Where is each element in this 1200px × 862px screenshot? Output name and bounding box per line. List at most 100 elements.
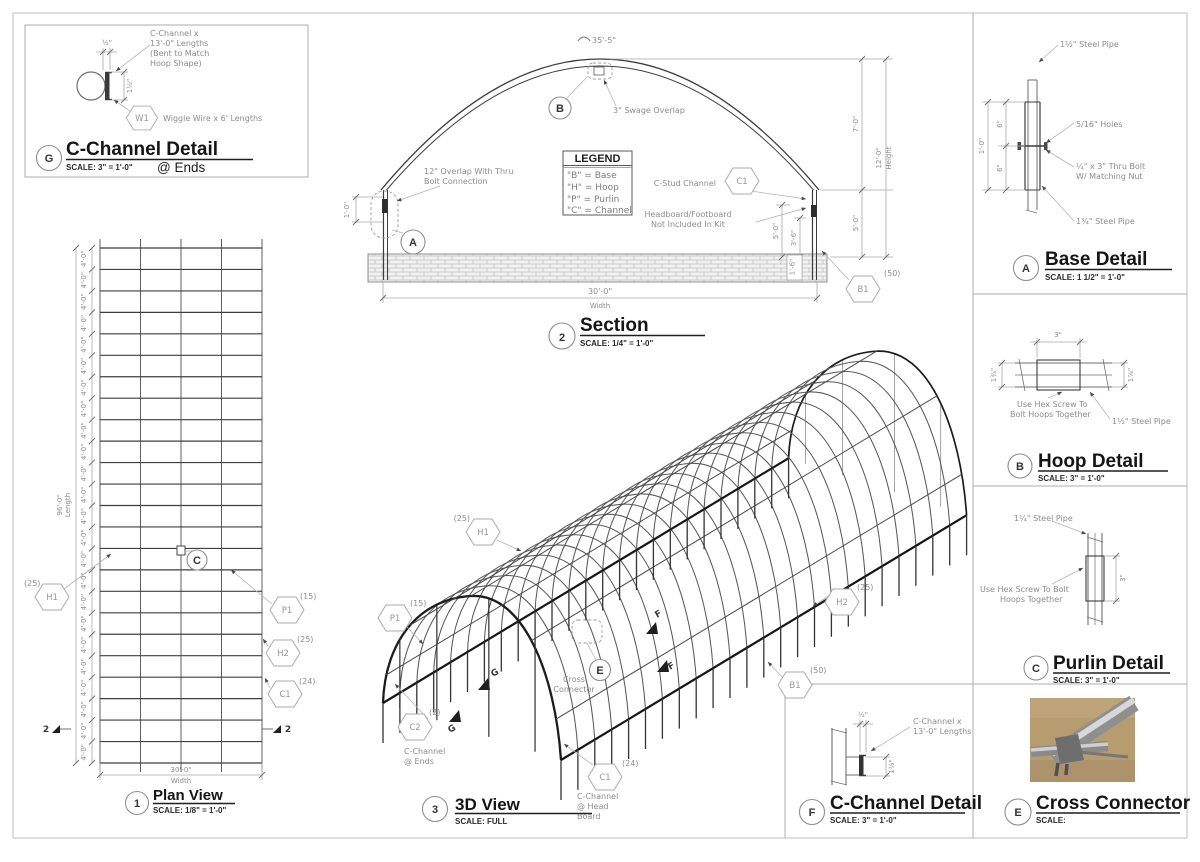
photo-clamp xyxy=(1055,734,1084,764)
plan-spacing-dim: 4'-0" xyxy=(80,293,88,310)
panel-base-detail: 1½" Steel Pipe 6" 6" 1'-0" 5/16" Holes ¼… xyxy=(978,40,1172,282)
cross-connector-titleblock: E Cross Connector SCALE: xyxy=(1004,793,1191,826)
plan-spacing-dim: 4'-0" xyxy=(80,336,88,353)
hoop-hex-note-line2: Bolt Hoops Together xyxy=(1010,410,1091,419)
wiggle-wire-note: Wiggle Wire x 6' Lengths xyxy=(163,114,262,123)
purlin-line xyxy=(555,473,963,720)
three-d-scale: SCALE: FULL xyxy=(455,817,508,826)
hoop-marker-circle xyxy=(1007,453,1033,479)
base-bolt-note-line2: W/ Matching Nut xyxy=(1076,172,1143,181)
purlin-detail-titleblock: C Purlin Detail SCALE: 3" = 1'-0" xyxy=(1023,653,1170,685)
photo-brace xyxy=(1077,750,1129,759)
plan-spacing-dim: 4'-0" xyxy=(80,444,88,461)
hoop-arc xyxy=(771,360,951,526)
base-pipe-bottom-note: 1¾" Steel Pipe xyxy=(1076,217,1135,226)
plan-dims xyxy=(72,244,266,780)
f-marker-letter: F xyxy=(809,807,816,819)
hoop-arc xyxy=(450,554,630,720)
c1-hexagon-plan-label: C1 xyxy=(279,690,290,700)
hoop-arc xyxy=(602,462,782,628)
three-d-title: 3D View xyxy=(455,795,521,814)
hoop-arc xyxy=(737,381,917,546)
plan-spacing-dim: 4'-0" xyxy=(80,637,88,654)
hoop-detail-ref-circle xyxy=(548,96,572,120)
plan-spacing-dim: 4'-0" xyxy=(80,379,88,396)
hoop-arc xyxy=(381,594,563,761)
plan-spacing-dim: 4'-0" xyxy=(80,658,88,675)
section-width-dim: 30'-0" xyxy=(588,287,612,296)
g-dim-half: ½" xyxy=(102,39,112,47)
purlin-detail-scale: SCALE: 3" = 1'-0" xyxy=(1053,676,1120,685)
base-pipe-top-note: 1½" Steel Pipe xyxy=(1060,40,1119,49)
b1-hexagon-3d-label: B1 xyxy=(789,681,800,691)
plan-spacing-dim: 4'-0" xyxy=(80,401,88,418)
h2-count-3d: (25) xyxy=(857,583,873,592)
g-cut-flag-1 xyxy=(478,678,490,690)
legend-row-channel: "C" = Channel xyxy=(567,206,632,216)
plan-length-dim: 96'-0" xyxy=(56,494,64,515)
c-stud-channel-note: C-Stud Channel xyxy=(654,179,716,188)
swage-clamp-icon xyxy=(593,66,605,76)
legend-row-purlin: "P" = Purlin xyxy=(567,195,619,205)
overlap-note-line1: 12" Overlap With Thru xyxy=(424,167,513,176)
f-cut-letter-1: F xyxy=(654,609,664,621)
connector-ref-letter-plan: C xyxy=(193,555,201,567)
hoop-pipe-note: 1½" Steel Pipe xyxy=(1112,417,1171,426)
plan-length-label: Length xyxy=(64,493,72,517)
purlin-marker-circle xyxy=(1023,655,1049,681)
hoop-arc xyxy=(635,442,816,608)
f-detail-drawing xyxy=(830,720,911,786)
swage-callout-box xyxy=(587,62,613,80)
f-channel-icon xyxy=(859,755,864,776)
b1-count-3d: (50) xyxy=(810,666,826,675)
ground-hatch xyxy=(367,253,828,283)
hoop-marker-letter: B xyxy=(1016,461,1024,473)
purlin-pipe-note: 1¼" Steel Pipe xyxy=(1014,514,1073,523)
plan-spacing-dim: 4'-0" xyxy=(80,422,88,439)
base-marker-letter: A xyxy=(1022,263,1030,275)
plan-number-circle xyxy=(124,790,150,816)
section-dim-1ft: 1'-0" xyxy=(343,202,351,219)
cross-connector-title: Cross Connector xyxy=(1036,793,1191,814)
cross-connector-ref-letter: E xyxy=(596,665,603,677)
arc-length-symbol xyxy=(577,36,591,42)
c2-count-3d: (2) xyxy=(429,708,440,717)
plan-width-dim: 30'-0" xyxy=(170,766,191,774)
g-detail-title: C-Channel Detail xyxy=(66,139,218,160)
section-dim-3ft6: 3'-6" xyxy=(790,230,798,247)
section-cut-flag-right xyxy=(273,725,281,733)
section-title: Section xyxy=(580,315,649,336)
plan-spacing-dim: 4'-0" xyxy=(80,315,88,332)
base-dim-6b: 6" xyxy=(996,164,1004,172)
purlin-detail-drawing xyxy=(1051,520,1120,625)
base-detail-scale: SCALE: 1 1/2" = 1'-0" xyxy=(1045,273,1125,282)
overlap-splice-icon xyxy=(382,199,388,213)
swage-overlap-note: 3" Swage Overlap xyxy=(613,106,685,115)
hoop-hex-note-line1: Use Hex Screw To xyxy=(1017,400,1088,409)
hoop-arc xyxy=(517,513,697,679)
plan-spacing-dim: 4'-0" xyxy=(80,615,88,632)
f-marker-circle xyxy=(798,798,826,826)
hoop-arc xyxy=(720,391,900,557)
f-detail-titleblock: F C-Channel Detail SCALE: 3" = 1'-0" xyxy=(798,793,982,826)
purlin-line xyxy=(386,429,793,676)
purlin-line xyxy=(409,379,816,626)
plan-spacing-dim: 4'-0" xyxy=(80,701,88,718)
three-d-titleblock: 3 3D View SCALE: FULL xyxy=(421,795,592,826)
headboard-note-line1: Headboard/Footboard xyxy=(644,210,731,219)
purlin-marker-letter: C xyxy=(1032,663,1040,675)
hoop-arc xyxy=(669,422,849,587)
plan-spacing-dim: 4'-0" xyxy=(80,680,88,697)
plan-connector-square xyxy=(176,545,186,556)
plan-spacing-dim: 4'-0" xyxy=(80,272,88,289)
section-drawing xyxy=(352,36,893,303)
section-cut-number-right: 2 xyxy=(285,725,291,735)
hoop-arc-outer xyxy=(380,58,820,191)
section-number-circle xyxy=(548,322,576,350)
hoop-detail-title: Hoop Detail xyxy=(1038,451,1144,472)
legend-title: LEGEND xyxy=(575,153,621,165)
plan-spacing-dim: 4'-0" xyxy=(80,508,88,525)
plan-spacing-dim: 4'-0" xyxy=(80,551,88,568)
